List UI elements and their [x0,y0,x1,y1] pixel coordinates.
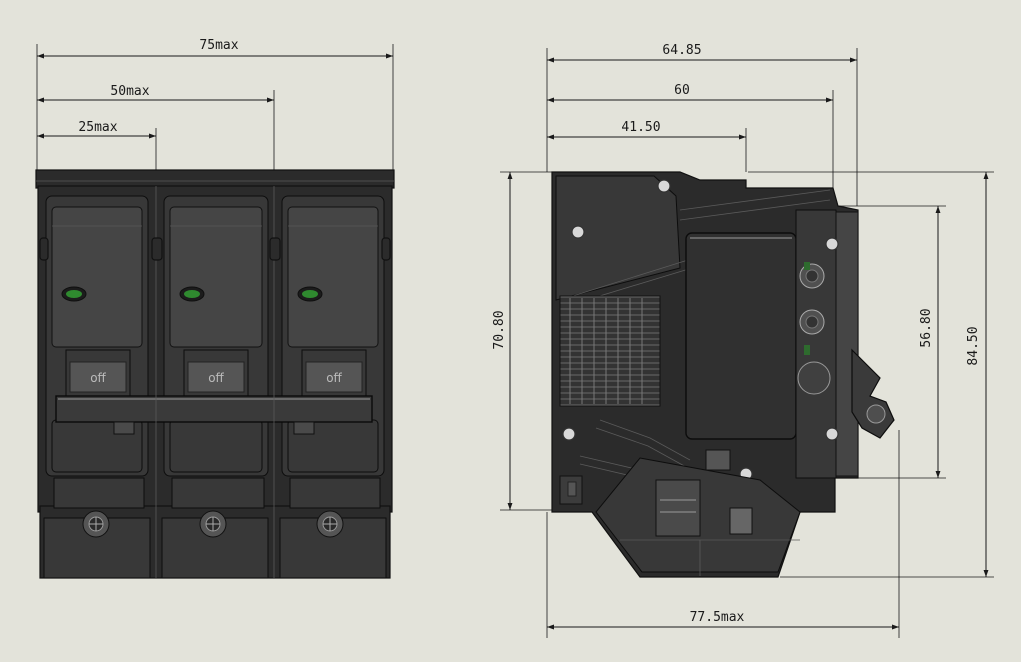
pole-1: off [45,195,149,509]
dimension-label-84-50: 84.50 [966,326,981,365]
dimension-label-77-5max: 77.5max [690,610,745,625]
rivets [562,179,839,481]
dimension-height-56: 56.80 [826,205,946,479]
svg-text:off: off [208,371,224,385]
dimension-overall-width: 75max [36,38,394,172]
terminal-1 [43,510,151,579]
dimension-label-56-80: 56.80 [919,308,934,347]
pole-3: off [281,195,385,509]
dimension-depth-60: 60 [547,83,834,190]
pole-2: off [163,195,269,509]
svg-text:off: off [326,371,342,385]
dimension-label-60: 60 [674,83,690,98]
dimension-two-pole-width: 50max [37,84,275,172]
dimension-label-41-50: 41.50 [621,120,660,135]
dimension-base-width: 77.5max [546,430,900,638]
dimension-height-70: 70.80 [492,171,560,511]
dimension-label-75max: 75max [199,38,238,53]
dimension-one-pole-width: 25max [37,120,157,172]
dimension-height-84: 84.50 [748,171,994,578]
dimension-label-70-80: 70.80 [492,310,507,349]
breaker-side-body [551,171,895,578]
handle-tie-bar [55,395,373,423]
terminal-2 [161,510,269,579]
side-view: 64.85 60 41.50 70.80 56.80 [492,43,994,638]
dimension-depth-front: 41.50 [547,120,747,172]
terminal-3 [279,510,387,579]
front-view: 75max 50max 25max [35,38,395,579]
dimension-depth-total: 64.85 [546,43,858,206]
dimension-label-64-85: 64.85 [662,43,701,58]
dimension-label-25max: 25max [78,120,117,135]
dimension-label-50max: 50max [110,84,149,99]
inner-module [685,232,797,440]
svg-text:off: off [90,371,106,385]
breaker-front-body: off off [35,169,395,579]
